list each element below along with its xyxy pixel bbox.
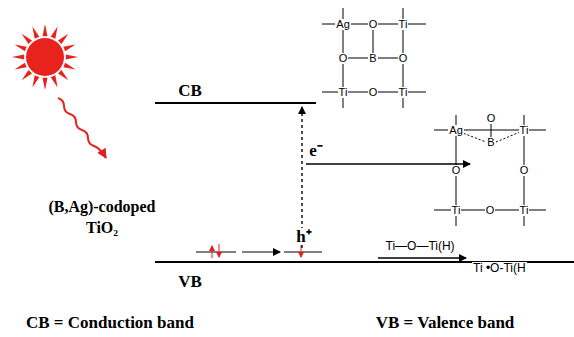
energy-level [284,251,322,252]
atom-label: Ag [448,125,463,136]
sun-ray [63,44,75,51]
hole-arrow [378,257,466,258]
band-label: CB [177,82,203,99]
reaction-label: Ti—O—Ti(H) [385,240,456,252]
sun-ray [22,70,32,80]
material-label: TiO₂ [85,220,119,236]
sun-ray [43,24,48,36]
hole-label: h⁺ [295,228,312,245]
atom-label: B [368,53,377,64]
sun-ray [63,63,75,70]
sun-ray [66,55,78,60]
band-label: VB [177,273,203,290]
spin-down [219,244,220,257]
light-arrow [58,98,106,158]
sun-ray [51,27,58,39]
atom-label: O [519,165,530,176]
atom-label: O [338,53,349,64]
energy-level [196,251,236,252]
sun-ray [58,70,68,80]
structure-bonds [322,8,426,108]
conduction-band [155,102,316,104]
legend-note: CB = Conduction band [25,314,195,331]
atom-label: Ti [338,87,349,98]
structure-bonds [434,115,546,226]
sun-ray [32,75,39,87]
transfer-arrow [242,251,280,252]
sun-ray [15,63,27,70]
atom-label: O [398,53,409,64]
sun-ray [51,75,58,87]
sun-ray [12,55,24,60]
atom-label: Ti [398,19,409,30]
material-label: (B,Ag)-codoped [47,199,156,215]
sun-ray [43,78,48,90]
sun-ray [22,34,32,44]
sun-ray [15,44,27,51]
product-label: Ti •O-Ti(H [472,262,527,274]
atom-label: B [486,137,495,148]
spin-up [212,246,213,258]
legend-note: VB = Valence band [375,314,516,331]
atom-label: Ti [451,205,462,216]
atom-label: O [368,19,379,30]
atom-label: O [486,113,497,124]
sun-ray [58,34,68,44]
atom-label: O [451,165,462,176]
atom-label: Ti [398,87,409,98]
atom-label: Ti [519,205,530,216]
electron-label: e⁻ [308,142,324,159]
atom-label: O [368,87,379,98]
electron-arrow [306,163,470,165]
sun-ray [32,27,39,39]
sun [12,24,78,90]
atom-label: O [485,205,496,216]
atom-label: Ag [335,19,350,30]
atom-label: Ti [519,125,530,136]
